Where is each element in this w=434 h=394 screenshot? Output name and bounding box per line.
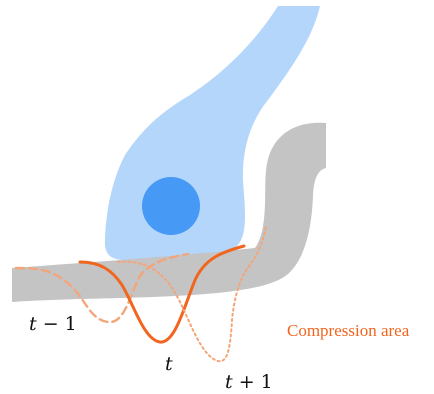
- label-t: t: [165, 355, 173, 374]
- label-t-plus-1: t + 1: [225, 373, 273, 392]
- label-t-minus-1-op: −: [43, 313, 59, 335]
- label-t-minus-1-var: t: [29, 313, 37, 335]
- label-t-minus-1: t − 1: [29, 315, 77, 334]
- label-t-plus-1-num: 1: [261, 371, 273, 393]
- compression-area-label: Compression area: [287, 322, 409, 339]
- label-t-var: t: [165, 353, 173, 375]
- contact-ball: [142, 177, 200, 235]
- label-t-plus-1-var: t: [225, 371, 233, 393]
- label-t-minus-1-num: 1: [65, 313, 77, 335]
- label-t-plus-1-op: +: [239, 371, 255, 393]
